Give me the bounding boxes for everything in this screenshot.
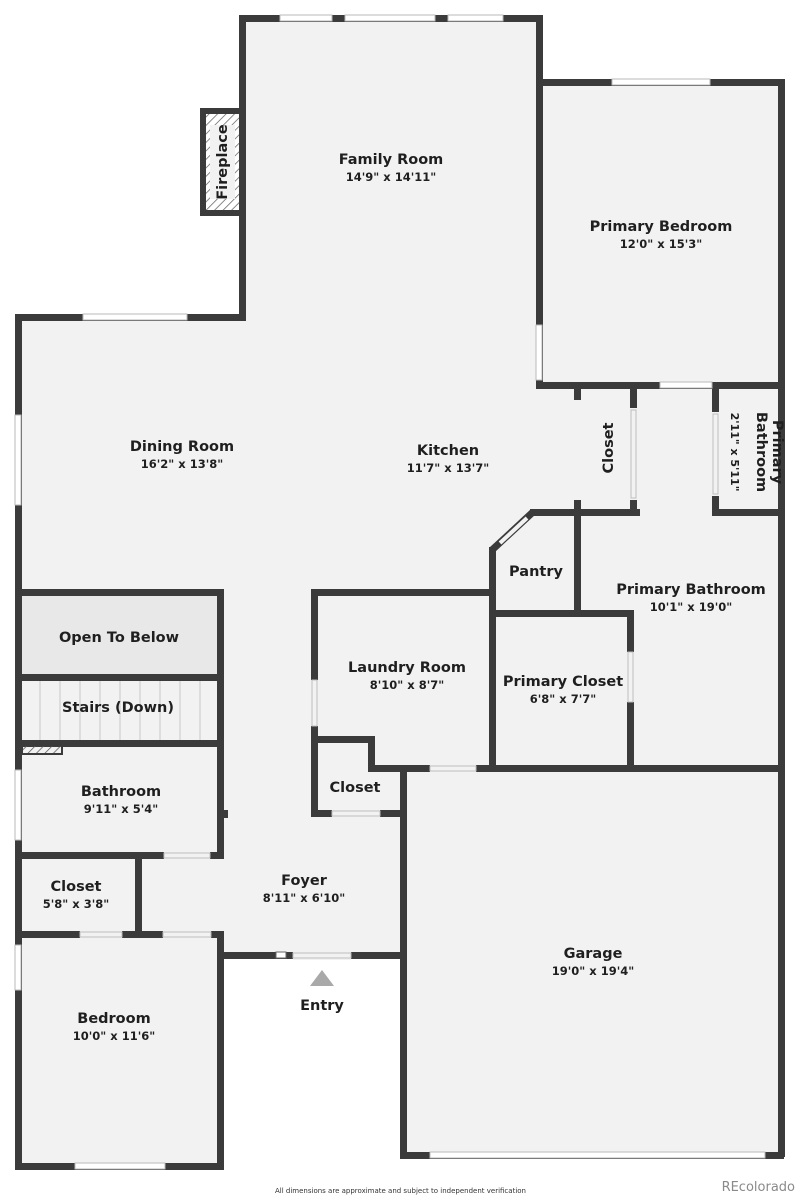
disclaimer: All dimensions are approximate and subje… [275,1187,526,1195]
kitchen-name: Kitchen [417,443,479,459]
hatched-block [21,744,63,755]
primary-closet-dim: 6'8" x 7'7" [530,692,596,706]
entry-label: Entry [300,998,344,1014]
primary-bedroom-dim: 12'0" x 15'3" [620,237,702,251]
closet-left-name: Closet [51,879,102,895]
closet-left-dim: 5'8" x 3'8" [43,897,109,911]
entry-arrow-icon [310,970,334,986]
fireplace-label-box [210,125,235,199]
primary-bedroom-name: Primary Bedroom [590,219,733,235]
bathroom-name: Bathroom [81,784,161,800]
fireplace-label: Fireplace [215,124,231,200]
primary-bathroom-small-dim: 2'11" x 5'11" [728,413,741,492]
open-to-below-area [22,596,218,674]
windows [14,14,766,1170]
open-to-below-name: Open To Below [59,630,179,646]
closet-upper-name: Closet [601,422,617,473]
kitchen-dim: 11'7" x 13'7" [407,461,489,475]
stairs-treads [39,680,201,740]
wall-stub [222,810,228,818]
garage-name: Garage [564,946,623,962]
door-thresholds [79,409,719,959]
family-room-dim: 14'9" x 14'11" [346,170,436,184]
foyer-name: Foyer [281,873,328,889]
primary-bathroom-small-name-1: Primary [769,420,785,485]
openings [80,400,720,960]
family-room-name: Family Room [339,152,444,168]
closet-laundry-name: Closet [330,780,381,796]
foyer-dim: 8'11" x 6'10" [263,891,345,905]
stairs-name: Stairs (Down) [62,700,174,716]
laundry-room-name: Laundry Room [348,660,466,676]
pantry-door [498,516,529,545]
bathroom-dim: 9'11" x 5'4" [84,802,158,816]
dining-room-name: Dining Room [130,439,234,455]
bedroom-dim: 10'0" x 11'6" [73,1029,155,1043]
garage-dim: 19'0" x 19'4" [552,964,634,978]
laundry-room-dim: 8'10" x 8'7" [370,678,444,692]
primary-bathroom-small-name-2: Bathroom [753,412,769,492]
bedroom-name: Bedroom [77,1011,150,1027]
brand-watermark: REcolorado [721,1180,795,1195]
dining-room-dim: 16'2" x 13'8" [141,457,223,471]
primary-closet-name: Primary Closet [503,674,623,690]
entry-door-marker [275,951,287,959]
primary-bathroom-name: Primary Bathroom [616,582,766,598]
primary-bathroom-dim: 10'1" x 19'0" [650,600,732,614]
pantry-name: Pantry [509,564,563,580]
